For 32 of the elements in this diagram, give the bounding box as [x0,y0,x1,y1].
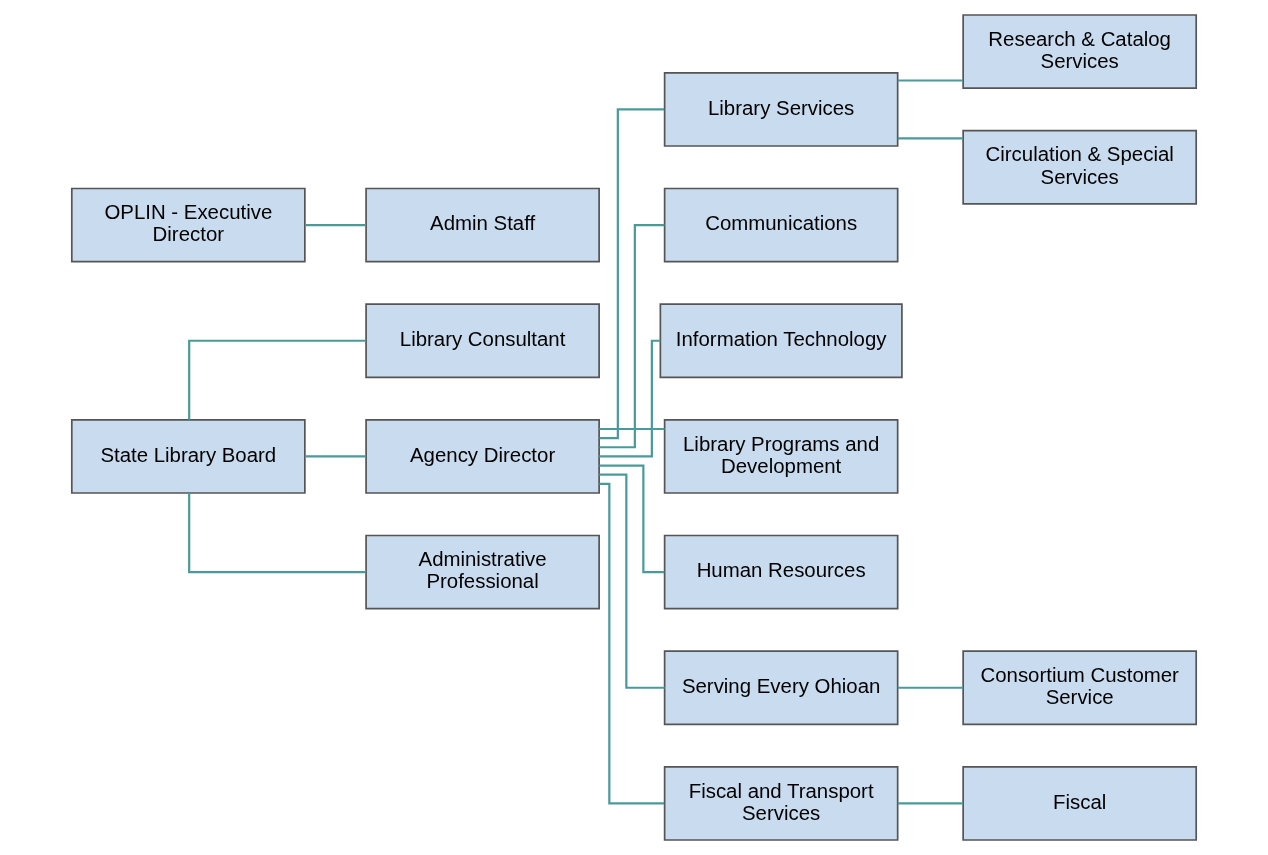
node-box: Circulation & Special Services [962,129,1198,205]
node-box: Agency Director [365,419,600,494]
node-box: Administrative Professional [365,534,600,610]
connector [897,686,964,689]
connector [897,79,964,82]
node-box: Human Resources [663,534,899,610]
node-box: Fiscal and Transport Services [663,766,899,841]
connector [305,455,366,458]
node-box: Fiscal [962,766,1198,841]
connector [599,339,661,458]
node-box: Serving Every Ohioan [663,650,899,726]
node-box: Library Services [663,72,899,147]
node-box: Consortium Customer Service [962,650,1198,726]
connector [599,223,665,449]
connector [599,108,665,440]
connector [599,482,665,805]
connector [897,802,964,805]
node-box: Admin Staff [365,187,600,263]
connector [897,137,964,140]
node-box: Library Consultant [365,303,600,379]
node-box: State Library Board [70,419,306,494]
connector [599,427,665,431]
node-box: Research & Catalog Services [962,14,1198,89]
connector [188,493,366,574]
connector [599,473,665,689]
node-box: OPLIN - Executive Director [70,187,306,263]
node-box: Information Technology [659,303,903,379]
connector [188,339,366,420]
node-box: Communications [663,187,899,263]
connector [305,223,366,227]
node-box: Library Programs and Development [663,419,899,494]
connector [599,464,665,574]
